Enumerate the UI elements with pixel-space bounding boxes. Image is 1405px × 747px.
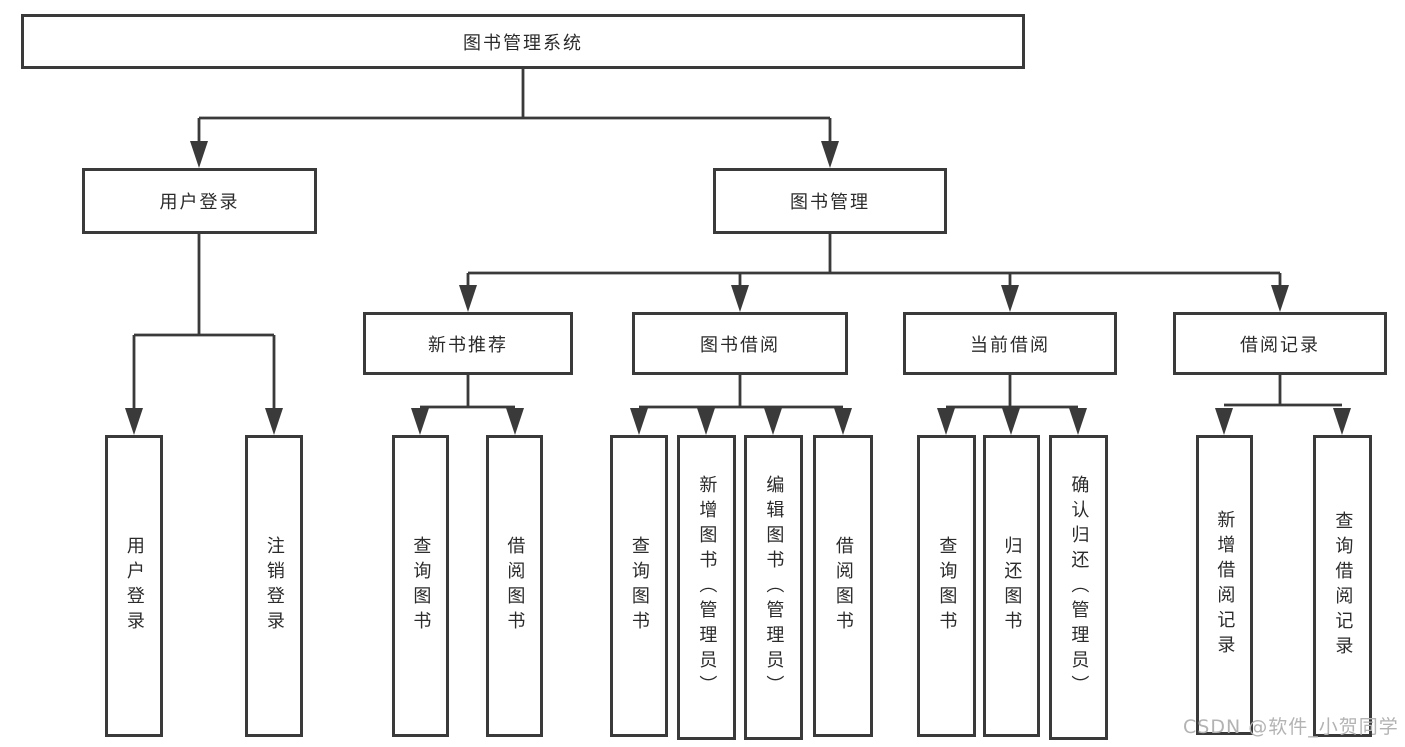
- leaf-records-add-record: 新增借阅记录: [1196, 435, 1253, 735]
- leaf-user-login: 用户登录: [105, 435, 163, 737]
- leaf-borrow-add-books: 新增图书（管理员）: [677, 435, 736, 740]
- leaf-records-query-record: 查询借阅记录: [1313, 435, 1372, 737]
- leaf-current-return-books: 归还图书: [983, 435, 1040, 737]
- leaf-logout: 注销登录: [245, 435, 303, 737]
- node-root: 图书管理系统: [21, 14, 1025, 69]
- csdn-watermark: CSDN @软件_小贺同学: [1183, 716, 1399, 738]
- node-book-management: 图书管理: [713, 168, 947, 234]
- node-new-book-recommend: 新书推荐: [363, 312, 573, 375]
- node-book-borrow: 图书借阅: [632, 312, 848, 375]
- leaf-borrow-query-books: 查询图书: [610, 435, 668, 737]
- leaf-current-query-books: 查询图书: [917, 435, 976, 737]
- leaf-borrow-edit-books: 编辑图书（管理员）: [744, 435, 803, 740]
- leaf-recommend-query-books: 查询图书: [392, 435, 449, 737]
- node-borrow-records: 借阅记录: [1173, 312, 1387, 375]
- node-current-borrow: 当前借阅: [903, 312, 1117, 375]
- leaf-borrow-borrow-books: 借阅图书: [813, 435, 873, 737]
- leaf-recommend-borrow-books: 借阅图书: [486, 435, 543, 737]
- node-user-login: 用户登录: [82, 168, 317, 234]
- leaf-current-confirm-return: 确认归还（管理员）: [1049, 435, 1108, 740]
